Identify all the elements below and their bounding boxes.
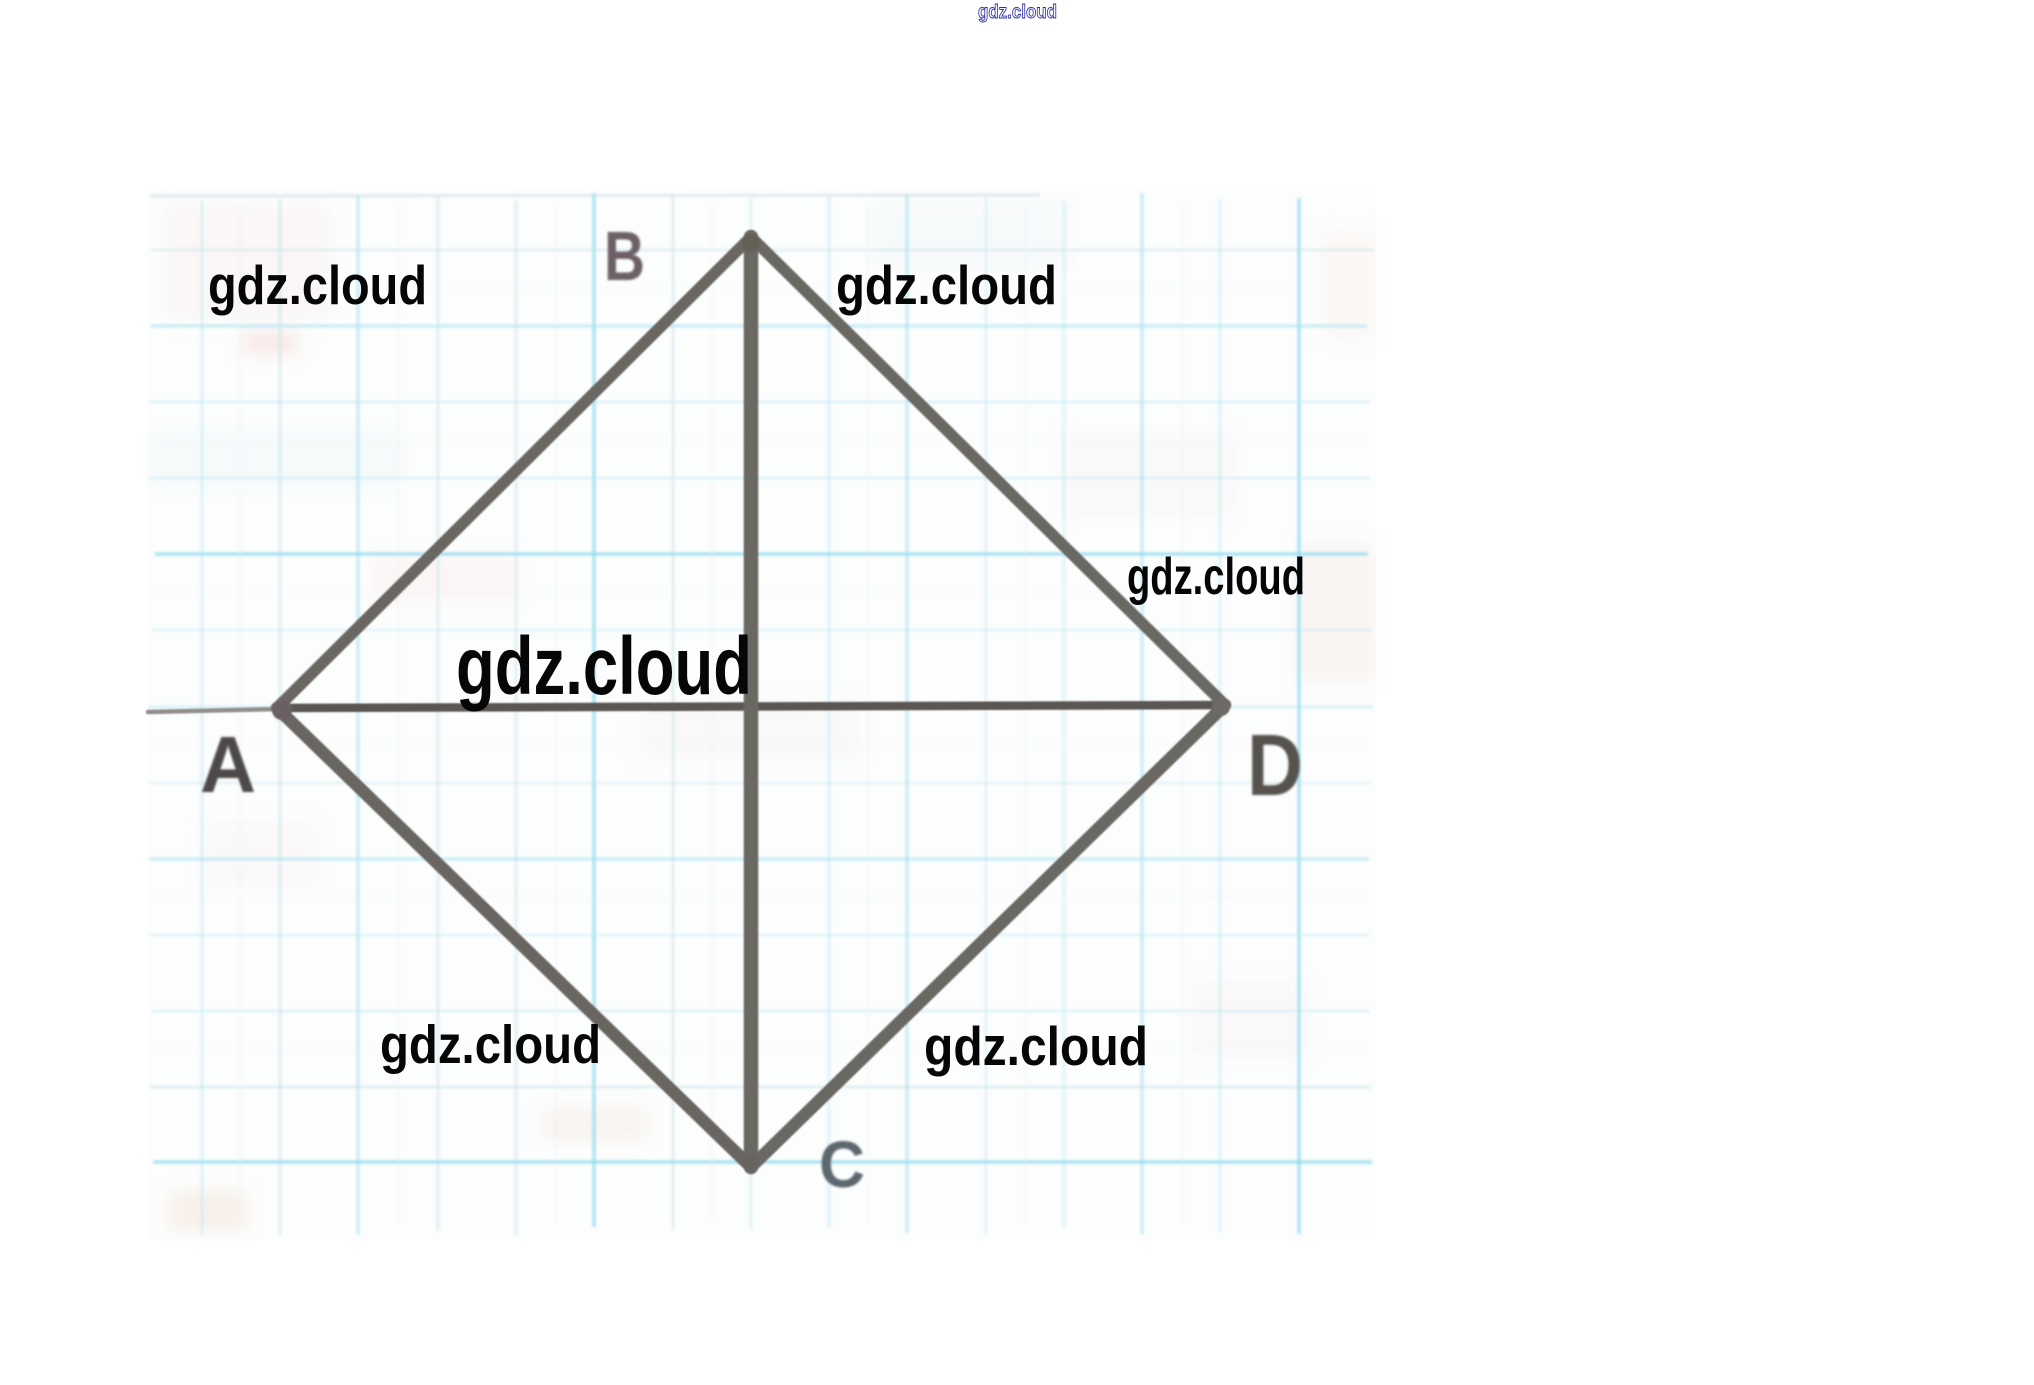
svg-text:gdz.cloud: gdz.cloud [1127,547,1305,605]
svg-text:D: D [1247,717,1303,814]
svg-text:gdz.cloud: gdz.cloud [978,1,1057,23]
svg-text:A: A [200,720,256,809]
svg-text:gdz.cloud: gdz.cloud [924,1015,1148,1077]
svg-text:gdz.cloud: gdz.cloud [380,1015,601,1075]
svg-text:C: C [819,1127,865,1201]
svg-text:gdz.cloud: gdz.cloud [456,621,752,712]
svg-text:gdz.cloud: gdz.cloud [836,255,1057,316]
svg-text:B: B [604,217,645,295]
svg-text:gdz.cloud: gdz.cloud [208,255,427,316]
